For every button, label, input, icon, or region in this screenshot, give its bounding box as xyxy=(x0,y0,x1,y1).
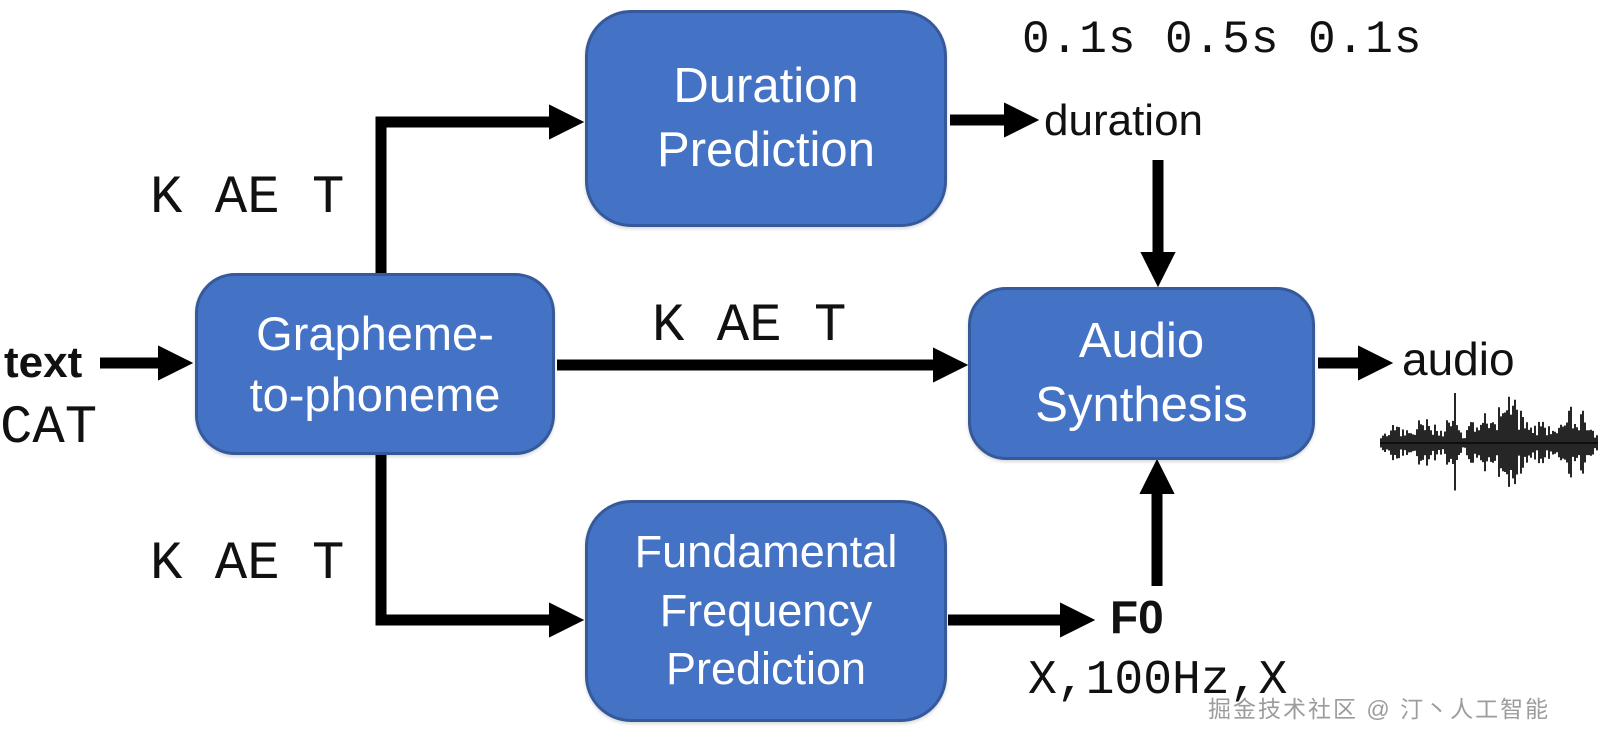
f0-output-label: F0 xyxy=(1110,591,1164,643)
grapheme-label-line1: Grapheme- xyxy=(256,306,494,360)
phonemes-label-bottom: K AE T xyxy=(150,534,345,595)
ffp-label-line2: Frequency xyxy=(659,584,873,636)
grapheme-to-phoneme-box: Grapheme- to-phoneme xyxy=(195,273,555,455)
audio-waveform-icon xyxy=(1380,393,1598,491)
audio-synthesis-label-line2: Synthesis xyxy=(1035,377,1248,432)
grapheme-label-line2: to-phoneme xyxy=(249,368,501,421)
audio-synthesis-label-line1: Audio xyxy=(1078,313,1205,368)
text-input-label: text xyxy=(4,338,83,387)
audio-output-label: audio xyxy=(1402,333,1515,385)
watermark-text: 掘金技术社区 @ 汀丶人工智能 xyxy=(1208,696,1551,722)
duration-prediction-label-line1: Duration xyxy=(673,58,859,113)
phonemes-label-top: K AE T xyxy=(150,168,345,229)
duration-prediction-box: Duration Prediction xyxy=(585,10,947,227)
duration-values-label: 0.1s 0.5s 0.1s xyxy=(1022,14,1423,66)
f0-values-label: X,100Hz,X xyxy=(1028,654,1288,708)
phonemes-label-middle: K AE T xyxy=(652,296,847,357)
audio-synthesis-box: Audio Synthesis xyxy=(968,287,1315,460)
arrow-grapheme-to-ffp xyxy=(375,450,585,638)
ffp-label-line1: Fundamental xyxy=(634,526,898,578)
arrow-grapheme-to-duration xyxy=(375,104,585,278)
duration-output-label: duration xyxy=(1044,96,1204,145)
fundamental-frequency-prediction-box: Fundamental Frequency Prediction xyxy=(585,500,947,722)
text-input-value: CAT xyxy=(0,398,98,459)
duration-prediction-label-line2: Prediction xyxy=(657,122,875,177)
ffp-label-line3: Prediction xyxy=(665,643,867,695)
